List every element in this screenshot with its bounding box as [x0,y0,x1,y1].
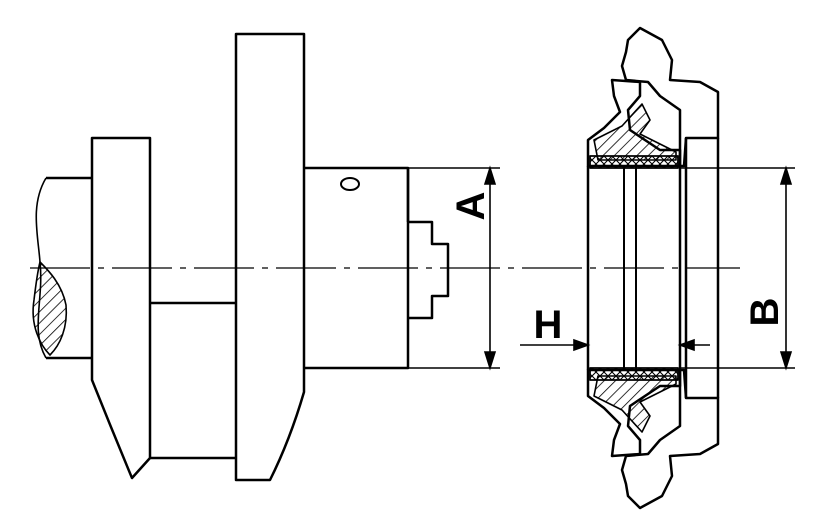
label-a: A [449,192,493,221]
crankshaft [32,32,450,482]
oil-hole [340,177,360,191]
crank-web-1 [90,136,152,480]
seal-body-upper-hatch [593,103,677,161]
oil-seal [586,26,720,510]
seal-spring-lower [589,367,679,381]
dimension-a [408,165,500,371]
shaft-section-hatch [32,261,68,356]
seal-lip-upper [586,78,682,168]
seal-spring-upper [589,155,679,169]
dimension-h [520,338,710,352]
shaft-nose [408,220,450,320]
label-b: B [743,298,787,327]
seal-body-lower-hatch [593,375,677,433]
shaft-end [46,176,92,360]
crank-web-2 [234,32,306,482]
seal-lip-lower [586,368,682,458]
dimension-b [680,165,795,371]
label-h: H [534,303,563,347]
crank-pin [150,301,236,460]
